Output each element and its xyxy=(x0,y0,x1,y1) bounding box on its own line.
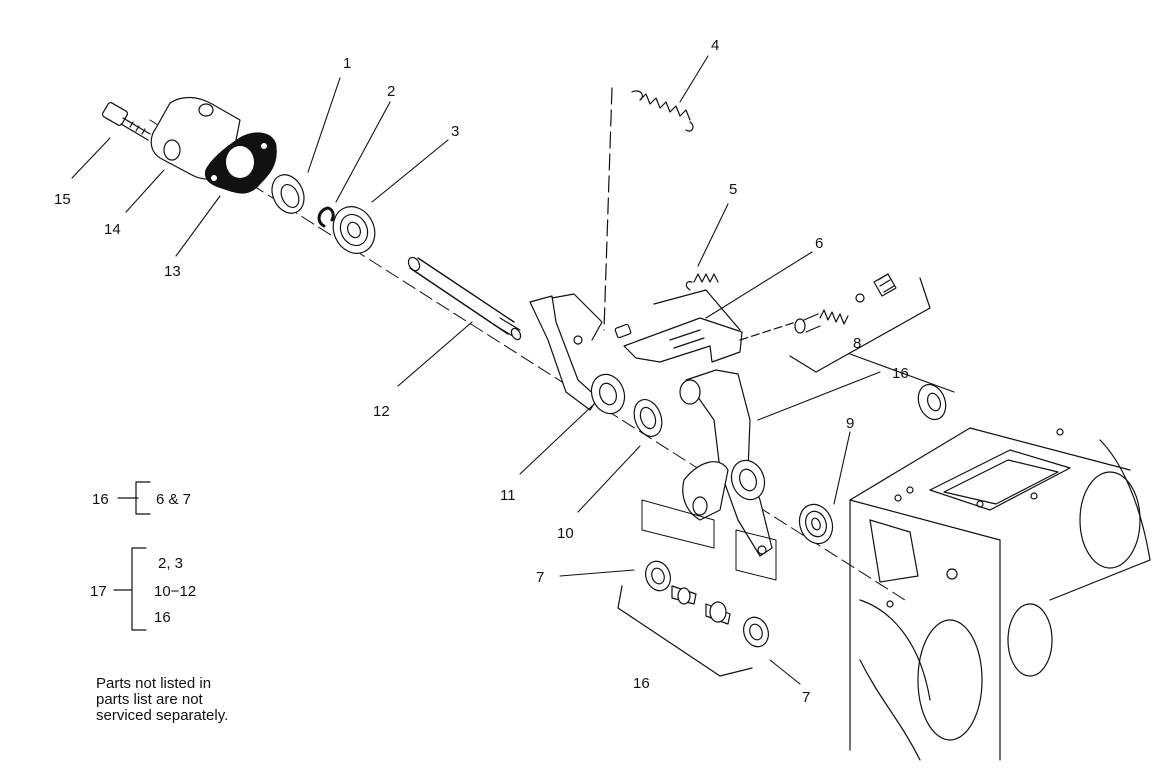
spring-part-5 xyxy=(685,273,719,291)
group-16-label: 16 xyxy=(92,491,109,508)
group-17-item-1: 2, 3 xyxy=(158,555,184,572)
leader-lines xyxy=(71,55,955,685)
lever-part-11 xyxy=(529,293,626,415)
callout-11: 11 xyxy=(500,487,516,504)
callout-7-left: 7 xyxy=(536,569,545,586)
callout-3: 3 xyxy=(451,123,460,140)
callout-5: 5 xyxy=(729,181,738,198)
housing xyxy=(849,427,1151,761)
callout-2: 2 xyxy=(387,83,396,100)
callout-16-upper: 16 xyxy=(892,365,909,382)
group-17-item-3: 16 xyxy=(154,609,171,626)
bracket-part-6 xyxy=(614,289,743,363)
group-17-label: 17 xyxy=(90,583,107,600)
callout-7-right: 7 xyxy=(802,689,811,706)
callout-10: 10 xyxy=(557,525,574,542)
bushings-part-7 xyxy=(617,560,769,677)
callout-15: 15 xyxy=(54,191,71,208)
centerline xyxy=(149,119,906,601)
bushing-part-1 xyxy=(271,174,305,214)
group-16-item: 6 & 7 xyxy=(156,491,192,508)
callout-16-lower: 16 xyxy=(633,675,650,692)
footnote: Parts not listed in parts list are not s… xyxy=(96,676,228,724)
callout-1: 1 xyxy=(343,55,352,72)
fork-lever-part-7 xyxy=(641,369,777,581)
callout-9: 9 xyxy=(846,415,855,432)
callout-6: 6 xyxy=(815,235,824,252)
callout-13: 13 xyxy=(164,263,181,280)
footnote-line-3: serviced separately. xyxy=(96,707,229,724)
washer-part-10 xyxy=(633,399,663,437)
retaining-ring-part-2 xyxy=(317,206,335,228)
callout-14: 14 xyxy=(104,221,121,238)
shaft-part-12 xyxy=(407,256,522,341)
footnote-line-2: parts list are not xyxy=(96,691,203,708)
footnote-line-1: Parts not listed in xyxy=(96,675,212,692)
spring-part-4 xyxy=(603,87,694,331)
seal-part-8 xyxy=(917,383,947,421)
plunger-assembly-part-16 xyxy=(739,273,931,373)
group-17-item-2: 10−12 xyxy=(154,583,197,600)
gasket-part-13 xyxy=(204,132,277,194)
group-brackets xyxy=(113,481,151,631)
bearing-part-9 xyxy=(798,503,834,545)
callout-12: 12 xyxy=(373,403,390,420)
callout-4: 4 xyxy=(711,37,720,54)
cap-screw-part-15 xyxy=(101,102,151,141)
callout-8: 8 xyxy=(853,335,862,352)
bearing-part-3 xyxy=(332,206,376,254)
